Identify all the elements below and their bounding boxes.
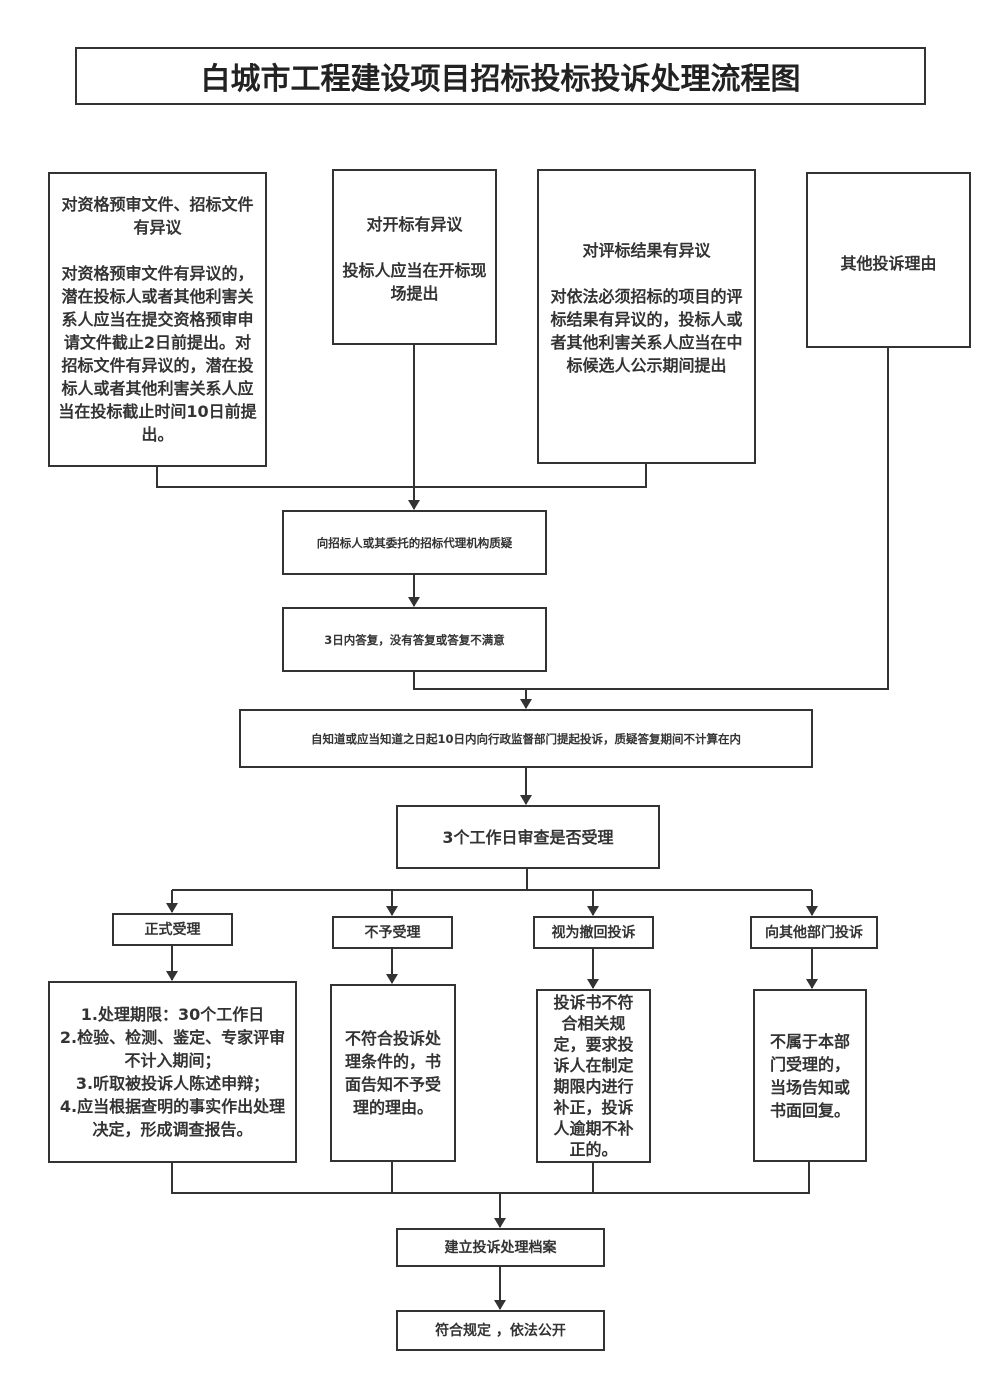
query-box: 向招标人或其委托的招标代理机构质疑: [282, 510, 547, 575]
branch-other-dept: 向其他部门投诉: [750, 916, 878, 949]
detail-line: 1.处理期限：30个工作日: [80, 1005, 265, 1024]
step-text: 建立投诉处理档案: [444, 1239, 557, 1256]
objection-heading: 其他投诉理由: [840, 254, 937, 273]
objection-heading: 对资格预审文件、招标文件有异议: [61, 195, 254, 237]
objection-prequal-box: 对资格预审文件、招标文件有异议 对资格预审文件有异议的，潜在投标人或者其他利害关…: [48, 172, 267, 467]
branch-label: 向其他部门投诉: [765, 924, 863, 941]
connector: [413, 347, 889, 690]
detail-line: 3.听取被投诉人陈述申辩；: [75, 1074, 270, 1093]
detail-line: 4.应当根据查明的事实作出处理决定，形成调查报告。: [59, 1097, 286, 1139]
branch-label: 不予受理: [364, 924, 421, 941]
objection-body: 对资格预审文件有异议的，潜在投标人或者其他利害关系人应当在提交资格预审申请文件截…: [58, 264, 257, 444]
objection-opening-box: 对开标有异议 投标人应当在开标现场提出: [332, 169, 497, 345]
detail-line: 2.检验、检测、鉴定、专家评审不计入期间；: [59, 1028, 286, 1070]
branch-reject: 不予受理: [332, 916, 453, 949]
branch-withdraw: 视为撤回投诉: [533, 916, 654, 949]
reply-box: 3日内答复，没有答复或答复不满意: [282, 607, 547, 672]
objection-heading: 对评标结果有异议: [582, 241, 711, 260]
step-text: 符合规定 ，依法公开: [435, 1322, 566, 1339]
reject-detail-box: 不符合投诉处理条件的，书面告知不予受理的理由。: [330, 984, 456, 1162]
branch-label: 正式受理: [144, 921, 201, 938]
review-box: 3个工作日审查是否受理: [396, 805, 660, 869]
detail-text: 不属于本部门受理的，当场告知或书面回复。: [769, 1031, 850, 1120]
branch-label: 视为撤回投诉: [551, 924, 636, 941]
step-text: 3日内答复，没有答复或答复不满意: [324, 632, 505, 647]
archive-box: 建立投诉处理档案: [396, 1228, 605, 1267]
objection-heading: 对开标有异议: [366, 215, 463, 234]
complaint-box: 自知道或应当知道之日起10日内向行政监督部门提起投诉，质疑答复期间不计算在内: [239, 709, 813, 768]
connector: [156, 463, 647, 488]
detail-text: 不符合投诉处理条件的，书面告知不予受理的理由。: [344, 1029, 441, 1117]
step-text: 3个工作日审查是否受理: [442, 827, 614, 847]
accept-detail-box: 1.处理期限：30个工作日 2.检验、检测、鉴定、专家评审不计入期间； 3.听取…: [48, 981, 297, 1163]
publish-box: 符合规定 ，依法公开: [396, 1310, 605, 1351]
objection-evaluation-box: 对评标结果有异议 对依法必须招标的项目的评标结果有异议的，投标人或者其他利害关系…: [537, 169, 756, 464]
step-text: 向招标人或其委托的招标代理机构质疑: [316, 535, 513, 550]
objection-body: 投标人应当在开标现场提出: [342, 261, 487, 303]
other-reasons-box: 其他投诉理由: [806, 172, 971, 348]
objection-body: 对依法必须招标的项目的评标结果有异议的，投标人或者其他利害关系人应当在中标候选人…: [550, 287, 743, 375]
other-dept-detail-box: 不属于本部门受理的，当场告知或书面回复。: [753, 989, 867, 1162]
withdraw-detail-box: 投诉书不符合相关规定，要求投诉人在制定期限内进行补正，投诉人逾期不补正的。: [536, 989, 651, 1163]
connector: [171, 1161, 810, 1194]
title-box: 白城市工程建设项目招标投标投诉处理流程图: [75, 47, 926, 105]
detail-text: 投诉书不符合相关规定，要求投诉人在制定期限内进行补正，投诉人逾期不补正的。: [553, 993, 634, 1159]
step-text: 自知道或应当知道之日起10日内向行政监督部门提起投诉，质疑答复期间不计算在内: [311, 731, 741, 746]
branch-accept: 正式受理: [112, 913, 233, 946]
page-title: 白城市工程建设项目招标投标投诉处理流程图: [200, 62, 801, 97]
